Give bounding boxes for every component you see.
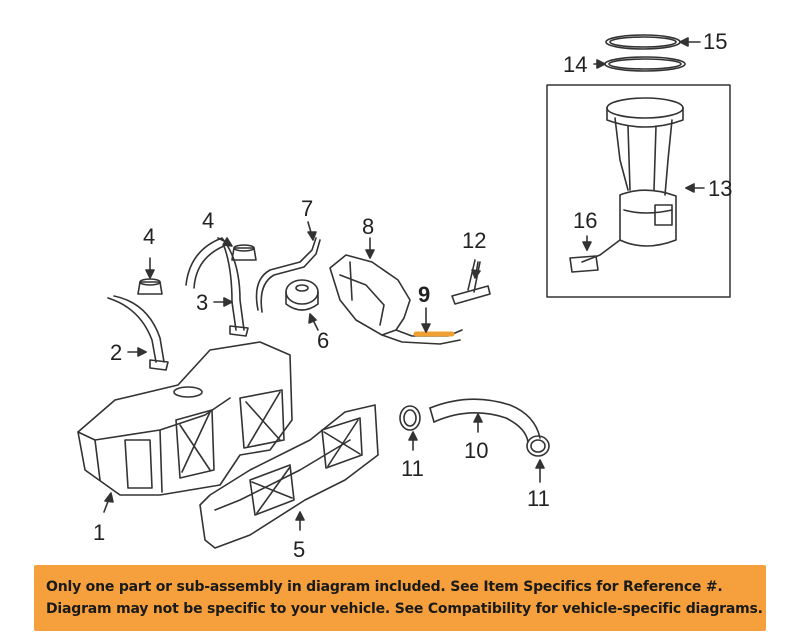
disclaimer-line-1: Only one part or sub-assembly in diagram… bbox=[46, 579, 723, 595]
pump-module-box bbox=[546, 84, 731, 298]
callout-8: 8 bbox=[362, 214, 375, 239]
callout-4: 4 bbox=[143, 224, 156, 249]
disclaimer-banner: Only one part or sub-assembly in diagram… bbox=[34, 565, 766, 631]
callout-11: 11 bbox=[401, 456, 424, 481]
part-4-insulator bbox=[137, 257, 163, 295]
callout-14: 14 bbox=[563, 52, 588, 77]
part-13-fuel-pump-module bbox=[569, 97, 705, 273]
part-6-valve bbox=[285, 279, 319, 331]
part-9-highlighted-hose bbox=[413, 307, 455, 337]
callout-10: 10 bbox=[464, 438, 489, 463]
part-12-tube bbox=[451, 259, 491, 305]
callout-1: 1 bbox=[93, 520, 106, 545]
callout-2: 2 bbox=[110, 340, 123, 365]
callout-6: 6 bbox=[317, 328, 330, 353]
callout-5: 5 bbox=[293, 537, 306, 562]
part-11-clamp bbox=[526, 435, 550, 483]
part-7-vent-line bbox=[255, 221, 321, 313]
disclaimer-line-2: Diagram may not be specific to your vehi… bbox=[46, 601, 763, 617]
callout-13: 13 bbox=[708, 176, 733, 201]
callout-16: 16 bbox=[573, 208, 598, 233]
part-4-insulator bbox=[217, 237, 257, 261]
callout-3: 3 bbox=[196, 290, 209, 315]
callout-9: 9 bbox=[418, 282, 431, 307]
part-11-clamp bbox=[399, 405, 421, 451]
part-10-filler-hose bbox=[429, 398, 541, 443]
part-5-heat-shield bbox=[199, 404, 379, 549]
part-2-tank-strap bbox=[107, 295, 169, 371]
callout-7: 7 bbox=[301, 196, 314, 221]
callout-15: 15 bbox=[703, 29, 728, 54]
part-1-fuel-tank bbox=[77, 341, 293, 513]
part-3-tank-strap bbox=[185, 237, 249, 337]
callout-11: 11 bbox=[527, 486, 550, 511]
callout-4: 4 bbox=[202, 208, 215, 233]
part-8-filler-housing bbox=[329, 237, 463, 345]
callout-12: 12 bbox=[462, 228, 487, 253]
fuel-system-diagram bbox=[77, 34, 731, 549]
